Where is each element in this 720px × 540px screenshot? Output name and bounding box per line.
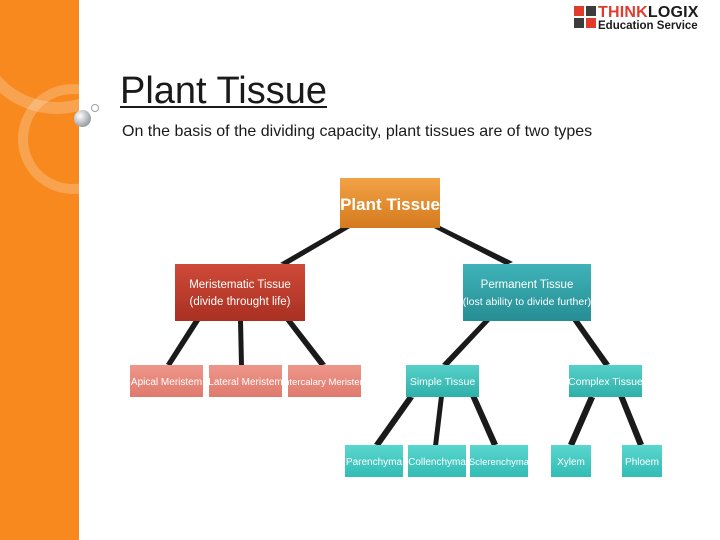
slide-subtitle: On the basis of the dividing capacity, p… — [122, 123, 593, 140]
node-label: Lateral Meristem — [208, 377, 282, 388]
node-xylem: Xylem — [551, 445, 591, 477]
node-phloem: Phloem — [622, 445, 662, 477]
node-label: Parenchyma — [346, 457, 403, 468]
thinklogix-logo: THINKLOGIX Education Service — [574, 3, 716, 35]
logo-tagline: Education Service — [598, 20, 698, 32]
logo-mark-icon — [574, 6, 596, 30]
connector-meristematic-to-apical — [166, 320, 200, 366]
node-label: Collenchyma — [408, 457, 466, 468]
bullet-orb-icon — [74, 110, 91, 127]
node-box — [340, 178, 440, 228]
node-label: Meristematic Tissue — [189, 279, 291, 291]
node-complex-tissue: Complex Tissue — [568, 365, 643, 397]
node-label: Permanent Tissue — [481, 279, 574, 291]
node-box — [175, 264, 305, 321]
node-plant-tissue: Plant Tissue — [340, 178, 440, 228]
node-label: Phloem — [625, 457, 659, 468]
node-box — [551, 445, 591, 477]
connector-root-to-meristematic — [280, 226, 350, 265]
node-intercalary-meristem: Intercalary Meristem — [281, 365, 368, 397]
connector-simple-to-collenchyma — [433, 396, 444, 446]
slide-title: Plant Tissue — [120, 70, 327, 112]
logo-name: THINKLOGIX — [598, 4, 699, 21]
node-lateral-meristem: Lateral Meristem — [208, 365, 283, 397]
node-box — [288, 365, 361, 397]
connector-root-to-permanent — [430, 224, 513, 265]
node-label: Intercalary Meristem — [281, 377, 367, 388]
node-simple-tissue: Simple Tissue — [406, 365, 479, 397]
connector-complex-to-xylem — [568, 396, 595, 446]
connector-meristematic-to-intercalary — [285, 319, 326, 366]
node-sublabel: (lost ability to divide further) — [463, 296, 591, 308]
node-label: Plant Tissue — [340, 195, 440, 214]
node-sublabel: (divide throught life) — [190, 296, 291, 308]
node-permanent-tissue: Permanent Tissue (lost ability to divide… — [463, 264, 591, 321]
node-label: Complex Tissue — [568, 376, 643, 388]
connector-complex-to-phloem — [618, 395, 644, 446]
connector-meristematic-to-lateral — [238, 320, 244, 366]
node-box — [622, 445, 662, 477]
connector-lines — [166, 224, 644, 446]
node-box — [463, 264, 591, 321]
node-parenchyma: Parenchyma — [345, 445, 403, 477]
decorative-sidebar — [0, 0, 79, 540]
node-label: Xylem — [557, 457, 585, 468]
node-collenchyma: Collenchyma — [408, 445, 466, 477]
node-box — [345, 445, 403, 477]
node-box — [406, 365, 479, 397]
connector-simple-to-sclerenchyma — [470, 395, 498, 446]
node-meristematic-tissue: Meristematic Tissue (divide throught lif… — [175, 264, 305, 321]
connector-permanent-to-complex — [572, 319, 610, 366]
node-sclerenchyma: Sclerenchyma — [469, 445, 530, 477]
node-box — [209, 365, 282, 397]
connector-permanent-to-simple — [442, 320, 490, 366]
node-label: Simple Tissue — [410, 376, 476, 388]
node-box — [569, 365, 642, 397]
node-apical-meristem: Apical Meristem — [130, 365, 203, 397]
connector-simple-to-parenchyma — [374, 396, 414, 446]
small-orb-icon — [91, 104, 99, 112]
node-box — [130, 365, 203, 397]
node-label: Sclerenchyma — [469, 457, 530, 468]
node-box — [470, 445, 528, 477]
node-box — [408, 445, 466, 477]
node-label: Apical Meristem — [131, 377, 202, 388]
